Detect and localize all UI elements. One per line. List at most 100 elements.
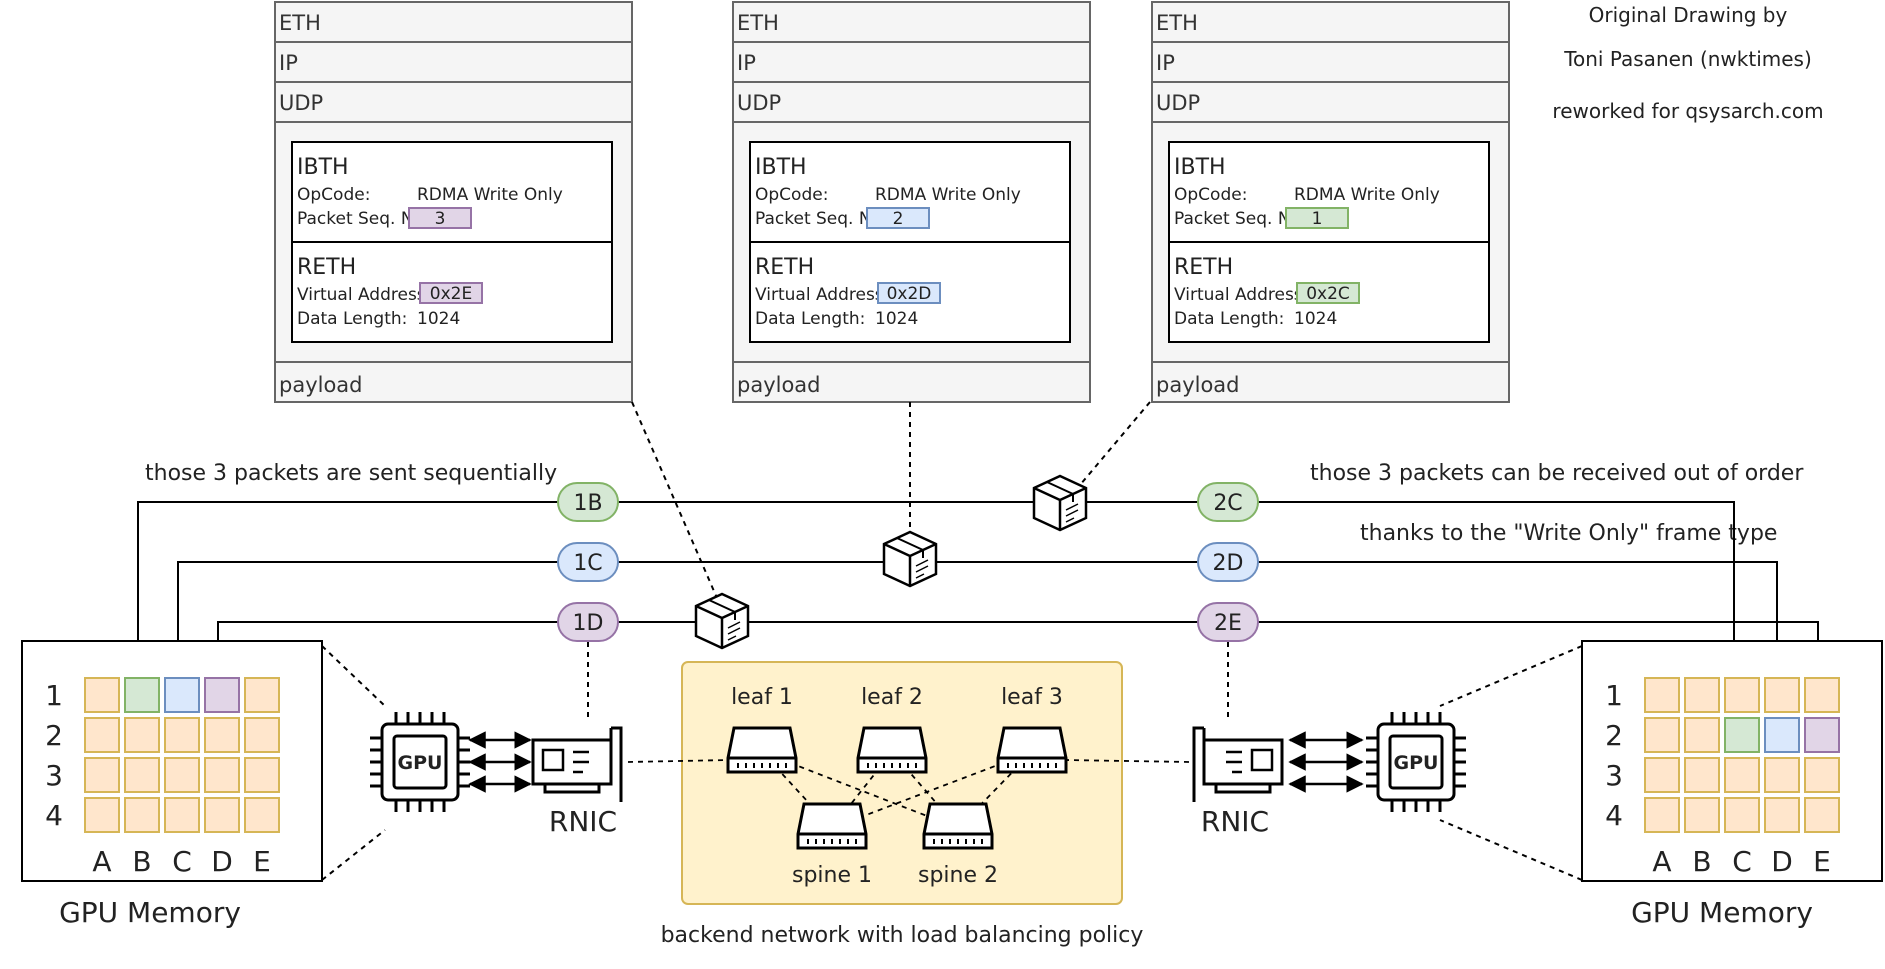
virtual-address-value: 0x2E [430,284,472,304]
udp-label: UDP [737,91,781,115]
row-label: 3 [1605,759,1623,792]
row-label: 2 [45,719,63,752]
eth-label: ETH [1156,11,1198,35]
reth-title: RETH [1174,255,1233,280]
reth-title: RETH [755,255,814,280]
payload-label: payload [737,373,821,397]
data-length-value: 1024 [875,309,918,329]
column-label: D [1771,845,1793,878]
opcode-label: OpCode: [297,185,370,205]
flow-pill-1D: 1D [557,602,619,642]
memory-cell [164,797,200,833]
packet-icons [694,474,1088,650]
rnic-left-label: RNIC [549,805,617,838]
leaf-label: leaf 1 [731,685,793,710]
memory-cell [1644,757,1680,793]
row-label: 2 [1605,719,1623,752]
opcode-label: OpCode: [755,185,828,205]
memory-cell [1644,797,1680,833]
spine-label: spine 1 [792,863,872,888]
leaf-label: leaf 3 [1001,685,1063,710]
memory-cell [1764,717,1800,753]
memory-cell [204,757,240,793]
virtual-address-label: Virtual Address: [1174,285,1308,305]
memory-cell [1644,677,1680,713]
fabric-link [957,751,1033,829]
memory-cell [164,757,200,793]
psn-box [408,207,472,229]
flow-pill-1B: 1B [557,482,619,522]
fabric-link [761,751,833,829]
memory-cell [204,677,240,713]
data-length-label: Data Length: [297,309,407,329]
zoom-line-right-bottom [1439,819,1583,881]
zoom-line-left-bottom [321,829,386,881]
memory-cell [1644,717,1680,753]
psn-value: 3 [435,209,446,229]
gpu-label: GPU [398,752,443,774]
ip-label: IP [1156,51,1175,75]
memory-cell [1684,757,1720,793]
eth-label: ETH [737,11,779,35]
memory-cell [1684,717,1720,753]
packet-link-1 [1079,401,1151,486]
pill-label: 2C [1213,491,1242,516]
column-label: A [1652,845,1671,878]
switch-leaf-1 [726,726,798,774]
row-label: 1 [1605,679,1623,712]
pill-shape [1197,542,1259,582]
note-write-only: thanks to the "Write Only" frame type [1360,521,1777,546]
pill-shape [557,482,619,522]
flow-line-2 [177,561,1784,702]
memory-cell [1724,677,1760,713]
column-label: A [92,845,111,878]
virtual-address-value: 0x2D [887,284,932,304]
udp-label: UDP [1156,91,1200,115]
spine-label: spine 2 [918,863,998,888]
psn-value: 2 [893,209,904,229]
memory-cell [84,717,120,753]
gpu-chip: GPU [370,712,470,812]
memory-cell [124,797,160,833]
memory-cell [1804,797,1840,833]
memory-cell [84,797,120,833]
ip-label: IP [279,51,298,75]
memory-cell [1764,797,1800,833]
psn-value: 1 [1312,209,1323,229]
pill-label: 2D [1213,551,1244,576]
memory-cell [84,677,120,713]
memory-cell [84,757,120,793]
packet-link-lines [321,401,1583,881]
switch-leaf-2 [856,726,928,774]
pill-label: 1C [573,551,602,576]
network-caption: backend network with load balancing poli… [661,923,1144,948]
pill-label: 1B [573,491,602,516]
memory-cell [124,677,160,713]
column-label: C [172,845,192,878]
switch-leaf-3 [996,726,1068,774]
pill-label: 2E [1214,611,1242,636]
gpu-label: GPU [1394,752,1439,774]
row-label: 3 [45,759,63,792]
memory-cell [124,717,160,753]
memory-cell [164,717,200,753]
memory-cell [244,677,280,713]
psn-label: Packet Seq. No: [1174,209,1307,229]
payload-label: payload [1156,373,1240,397]
column-label: E [253,845,271,878]
network-area [681,661,1123,905]
rnic-leaf-link [627,759,731,763]
psn-box [1285,207,1349,229]
memory-cell [1804,677,1840,713]
pill-shape [1197,602,1259,642]
memory-cell [1764,757,1800,793]
rnic-card [1192,726,1284,802]
virtual-address-label: Virtual Address: [755,285,889,305]
data-length-value: 1024 [417,309,460,329]
